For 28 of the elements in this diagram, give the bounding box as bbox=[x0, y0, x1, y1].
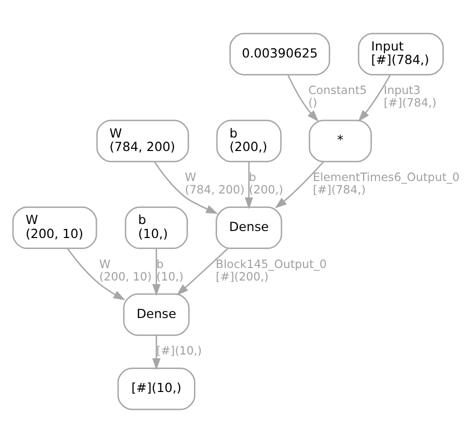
arrow bbox=[358, 74, 391, 122]
node-box: Input [#](784,) bbox=[358, 32, 444, 76]
edge-label: ElementTimes6_Output_0 [#](784,) bbox=[312, 170, 460, 197]
arrow bbox=[152, 335, 161, 370]
arrow bbox=[66, 248, 126, 300]
arrow bbox=[176, 248, 228, 296]
arrow bbox=[274, 161, 324, 208]
arrow bbox=[154, 161, 218, 214]
node-box: Dense bbox=[216, 206, 282, 250]
edge-label: b (10,) bbox=[156, 256, 184, 284]
node-box: [#](10,) bbox=[117, 368, 196, 410]
node-box: W (784, 200) bbox=[96, 120, 190, 162]
node-box: 0.00390625 bbox=[229, 32, 330, 76]
node-box: b (200,) bbox=[216, 120, 282, 162]
edge-label: [#](10,) bbox=[156, 344, 202, 358]
arrow bbox=[152, 248, 161, 296]
edge-label: b (200,) bbox=[248, 170, 284, 197]
edge-label: Input3 [#](784,) bbox=[384, 83, 436, 110]
node-box: b (10,) bbox=[124, 206, 188, 250]
edge-label: Block145_Output_0 [#](200,) bbox=[216, 256, 327, 284]
edge-label: Constant5 () bbox=[308, 83, 367, 110]
arrow bbox=[287, 74, 319, 122]
edge-label: W (784, 200) bbox=[184, 170, 245, 197]
edge-label: W (200, 10) bbox=[99, 256, 152, 284]
node-box: W (200, 10) bbox=[12, 206, 98, 250]
node-box: * bbox=[308, 120, 372, 162]
arrow bbox=[244, 162, 254, 210]
node-box: Dense bbox=[123, 293, 190, 336]
